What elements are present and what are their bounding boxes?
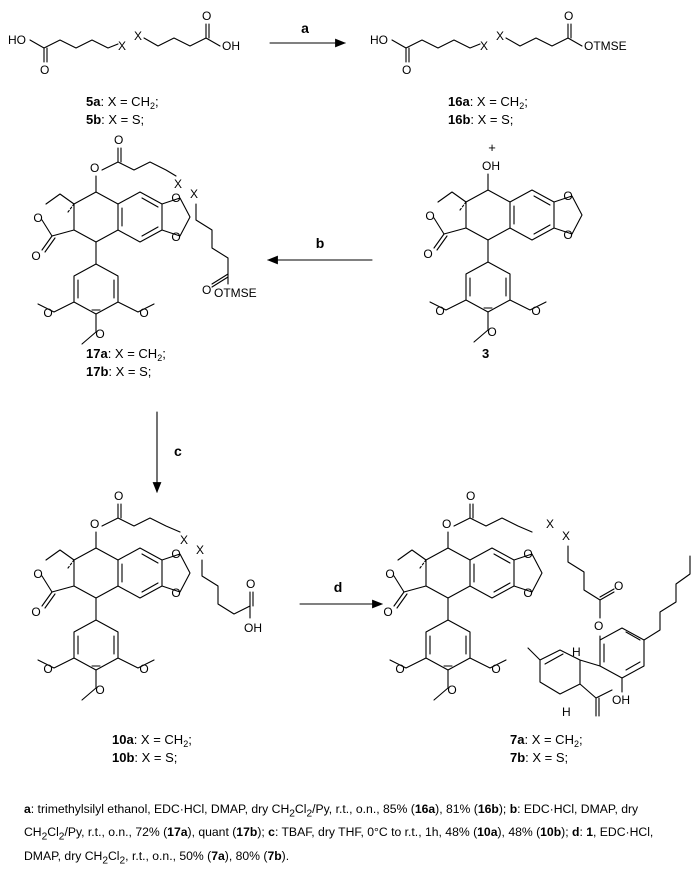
svg-text:X: X xyxy=(496,29,504,43)
compound-10-structure: O O X X O OH xyxy=(30,489,262,701)
svg-text:O: O xyxy=(246,577,255,591)
svg-text:H: H xyxy=(562,705,571,719)
svg-text:b: b xyxy=(316,235,325,251)
svg-text:O: O xyxy=(40,63,49,77)
scheme-caption: a: trimethylsilyl ethanol, EDC·HCl, DMAP… xyxy=(24,802,654,867)
compound-16-structure: HO O X X O OTMSE xyxy=(370,9,627,77)
svg-text:10b: X = S;: 10b: X = S; xyxy=(112,750,177,765)
svg-text:OH: OH xyxy=(244,621,262,635)
arrow-step-b: b xyxy=(266,235,373,265)
compound-3-label: 3 xyxy=(482,346,489,361)
svg-text:O: O xyxy=(442,517,451,531)
svg-text:7a: X = CH2;: 7a: X = CH2; xyxy=(510,732,583,749)
svg-text:X: X xyxy=(562,529,570,543)
svg-text:X: X xyxy=(196,543,204,557)
svg-text:c: c xyxy=(174,443,182,459)
svg-text:O: O xyxy=(202,283,211,297)
svg-text:H: H xyxy=(572,645,581,659)
svg-text:a: a xyxy=(301,20,309,36)
svg-text:16a: X = CH2;: 16a: X = CH2; xyxy=(448,94,528,111)
compound-7-label: 7a: X = CH2; 7b: X = S; xyxy=(510,732,583,765)
svg-text:O: O xyxy=(564,9,573,23)
svg-text:X: X xyxy=(546,517,554,531)
arrow-step-c: c xyxy=(152,411,182,494)
arrow-step-d: d xyxy=(299,579,384,609)
compound-17-label: 17a: X = CH2; 17b: X = S; xyxy=(86,346,166,379)
svg-text:5a: X = CH2;: 5a: X = CH2; xyxy=(86,94,159,111)
svg-text:X: X xyxy=(118,39,126,53)
svg-text:OTMSE: OTMSE xyxy=(584,39,627,53)
svg-text:O: O xyxy=(90,161,99,175)
svg-text:d: d xyxy=(334,579,343,595)
svg-text:X: X xyxy=(480,39,488,53)
svg-text:O: O xyxy=(614,579,623,593)
compound-5-structure: HO O X X O OH xyxy=(8,9,240,77)
svg-text:X: X xyxy=(190,187,198,201)
svg-text:10a: X = CH2;: 10a: X = CH2; xyxy=(112,732,192,749)
svg-text:HO: HO xyxy=(8,33,26,47)
svg-text:5b: X = S;: 5b: X = S; xyxy=(86,112,144,127)
svg-text:HO: HO xyxy=(370,33,388,47)
svg-text:OH: OH xyxy=(482,159,500,173)
svg-text:O: O xyxy=(594,619,603,633)
svg-text:OTMSE: OTMSE xyxy=(214,286,257,300)
svg-text:X: X xyxy=(134,29,142,43)
svg-text:X: X xyxy=(174,177,182,191)
compound-17-structure: O O X X O OTMSE xyxy=(30,133,257,345)
svg-text:O: O xyxy=(114,489,123,503)
svg-text:17a: X = CH2;: 17a: X = CH2; xyxy=(86,346,166,363)
plus-sign: + xyxy=(488,140,496,155)
svg-text:O: O xyxy=(466,489,475,503)
compound-7-structure: O O X X O O OH H H xyxy=(382,489,691,719)
compound-3-structure: OH xyxy=(422,159,583,343)
svg-text:OH: OH xyxy=(222,39,240,53)
svg-text:17b: X = S;: 17b: X = S; xyxy=(86,364,151,379)
svg-text:X: X xyxy=(180,533,188,547)
svg-text:O: O xyxy=(90,517,99,531)
svg-text:O: O xyxy=(114,133,123,147)
compound-5-label: 5a: X = CH2; 5b: X = S; xyxy=(86,94,159,127)
arrow-step-a: a xyxy=(269,20,347,48)
compound-10-label: 10a: X = CH2; 10b: X = S; xyxy=(112,732,192,765)
svg-text:16b: X = S;: 16b: X = S; xyxy=(448,112,513,127)
reaction-scheme: O O O O O O O HO O X X O xyxy=(8,9,691,765)
svg-text:O: O xyxy=(402,63,411,77)
svg-text:7b: X = S;: 7b: X = S; xyxy=(510,750,568,765)
svg-text:OH: OH xyxy=(612,693,630,707)
compound-16-label: 16a: X = CH2; 16b: X = S; xyxy=(448,94,528,127)
svg-text:O: O xyxy=(202,9,211,23)
